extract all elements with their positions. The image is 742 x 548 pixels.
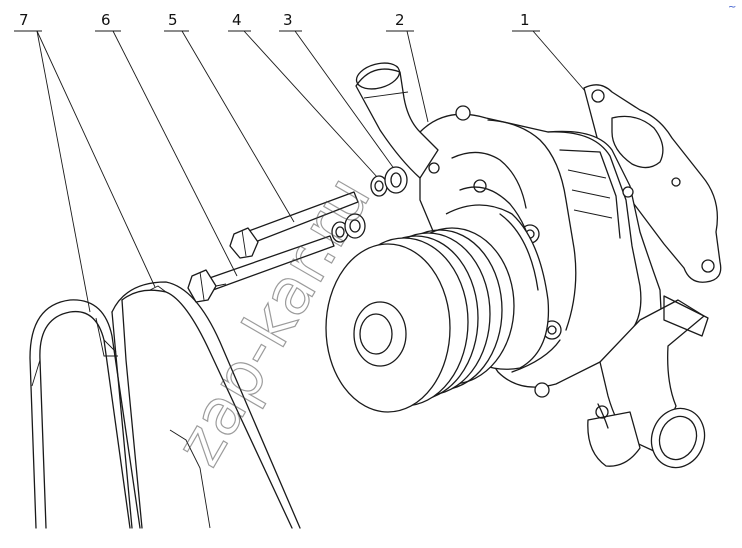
v-belt-front xyxy=(29,299,141,529)
callout-5: 5 xyxy=(164,11,295,223)
outlet-pipe xyxy=(587,295,709,469)
callout-3: 3 xyxy=(279,11,396,171)
callout-2: 2 xyxy=(386,11,429,123)
long-bolt-upper xyxy=(229,191,359,259)
inlet-pipe-top xyxy=(355,62,439,179)
gasket xyxy=(583,84,722,283)
corner-mark: ~ xyxy=(728,2,736,13)
callout-7: 7 xyxy=(14,11,156,313)
washer-large-lower xyxy=(344,213,366,239)
callout-4: 4 xyxy=(228,11,379,179)
long-bolt-lower xyxy=(187,235,335,303)
pulley xyxy=(325,227,515,413)
callout-number-1: 1 xyxy=(520,11,530,29)
callout-number-3: 3 xyxy=(283,11,293,29)
washer-large-upper xyxy=(384,166,408,194)
washer-small-lower xyxy=(331,221,349,243)
callout-number-7: 7 xyxy=(19,11,29,29)
callout-number-4: 4 xyxy=(232,11,242,29)
callout-number-5: 5 xyxy=(168,11,178,29)
v-belt-rear xyxy=(111,281,301,529)
callout-number-6: 6 xyxy=(101,11,111,29)
callout-6: 6 xyxy=(95,11,238,277)
callout-number-2: 2 xyxy=(395,11,405,29)
